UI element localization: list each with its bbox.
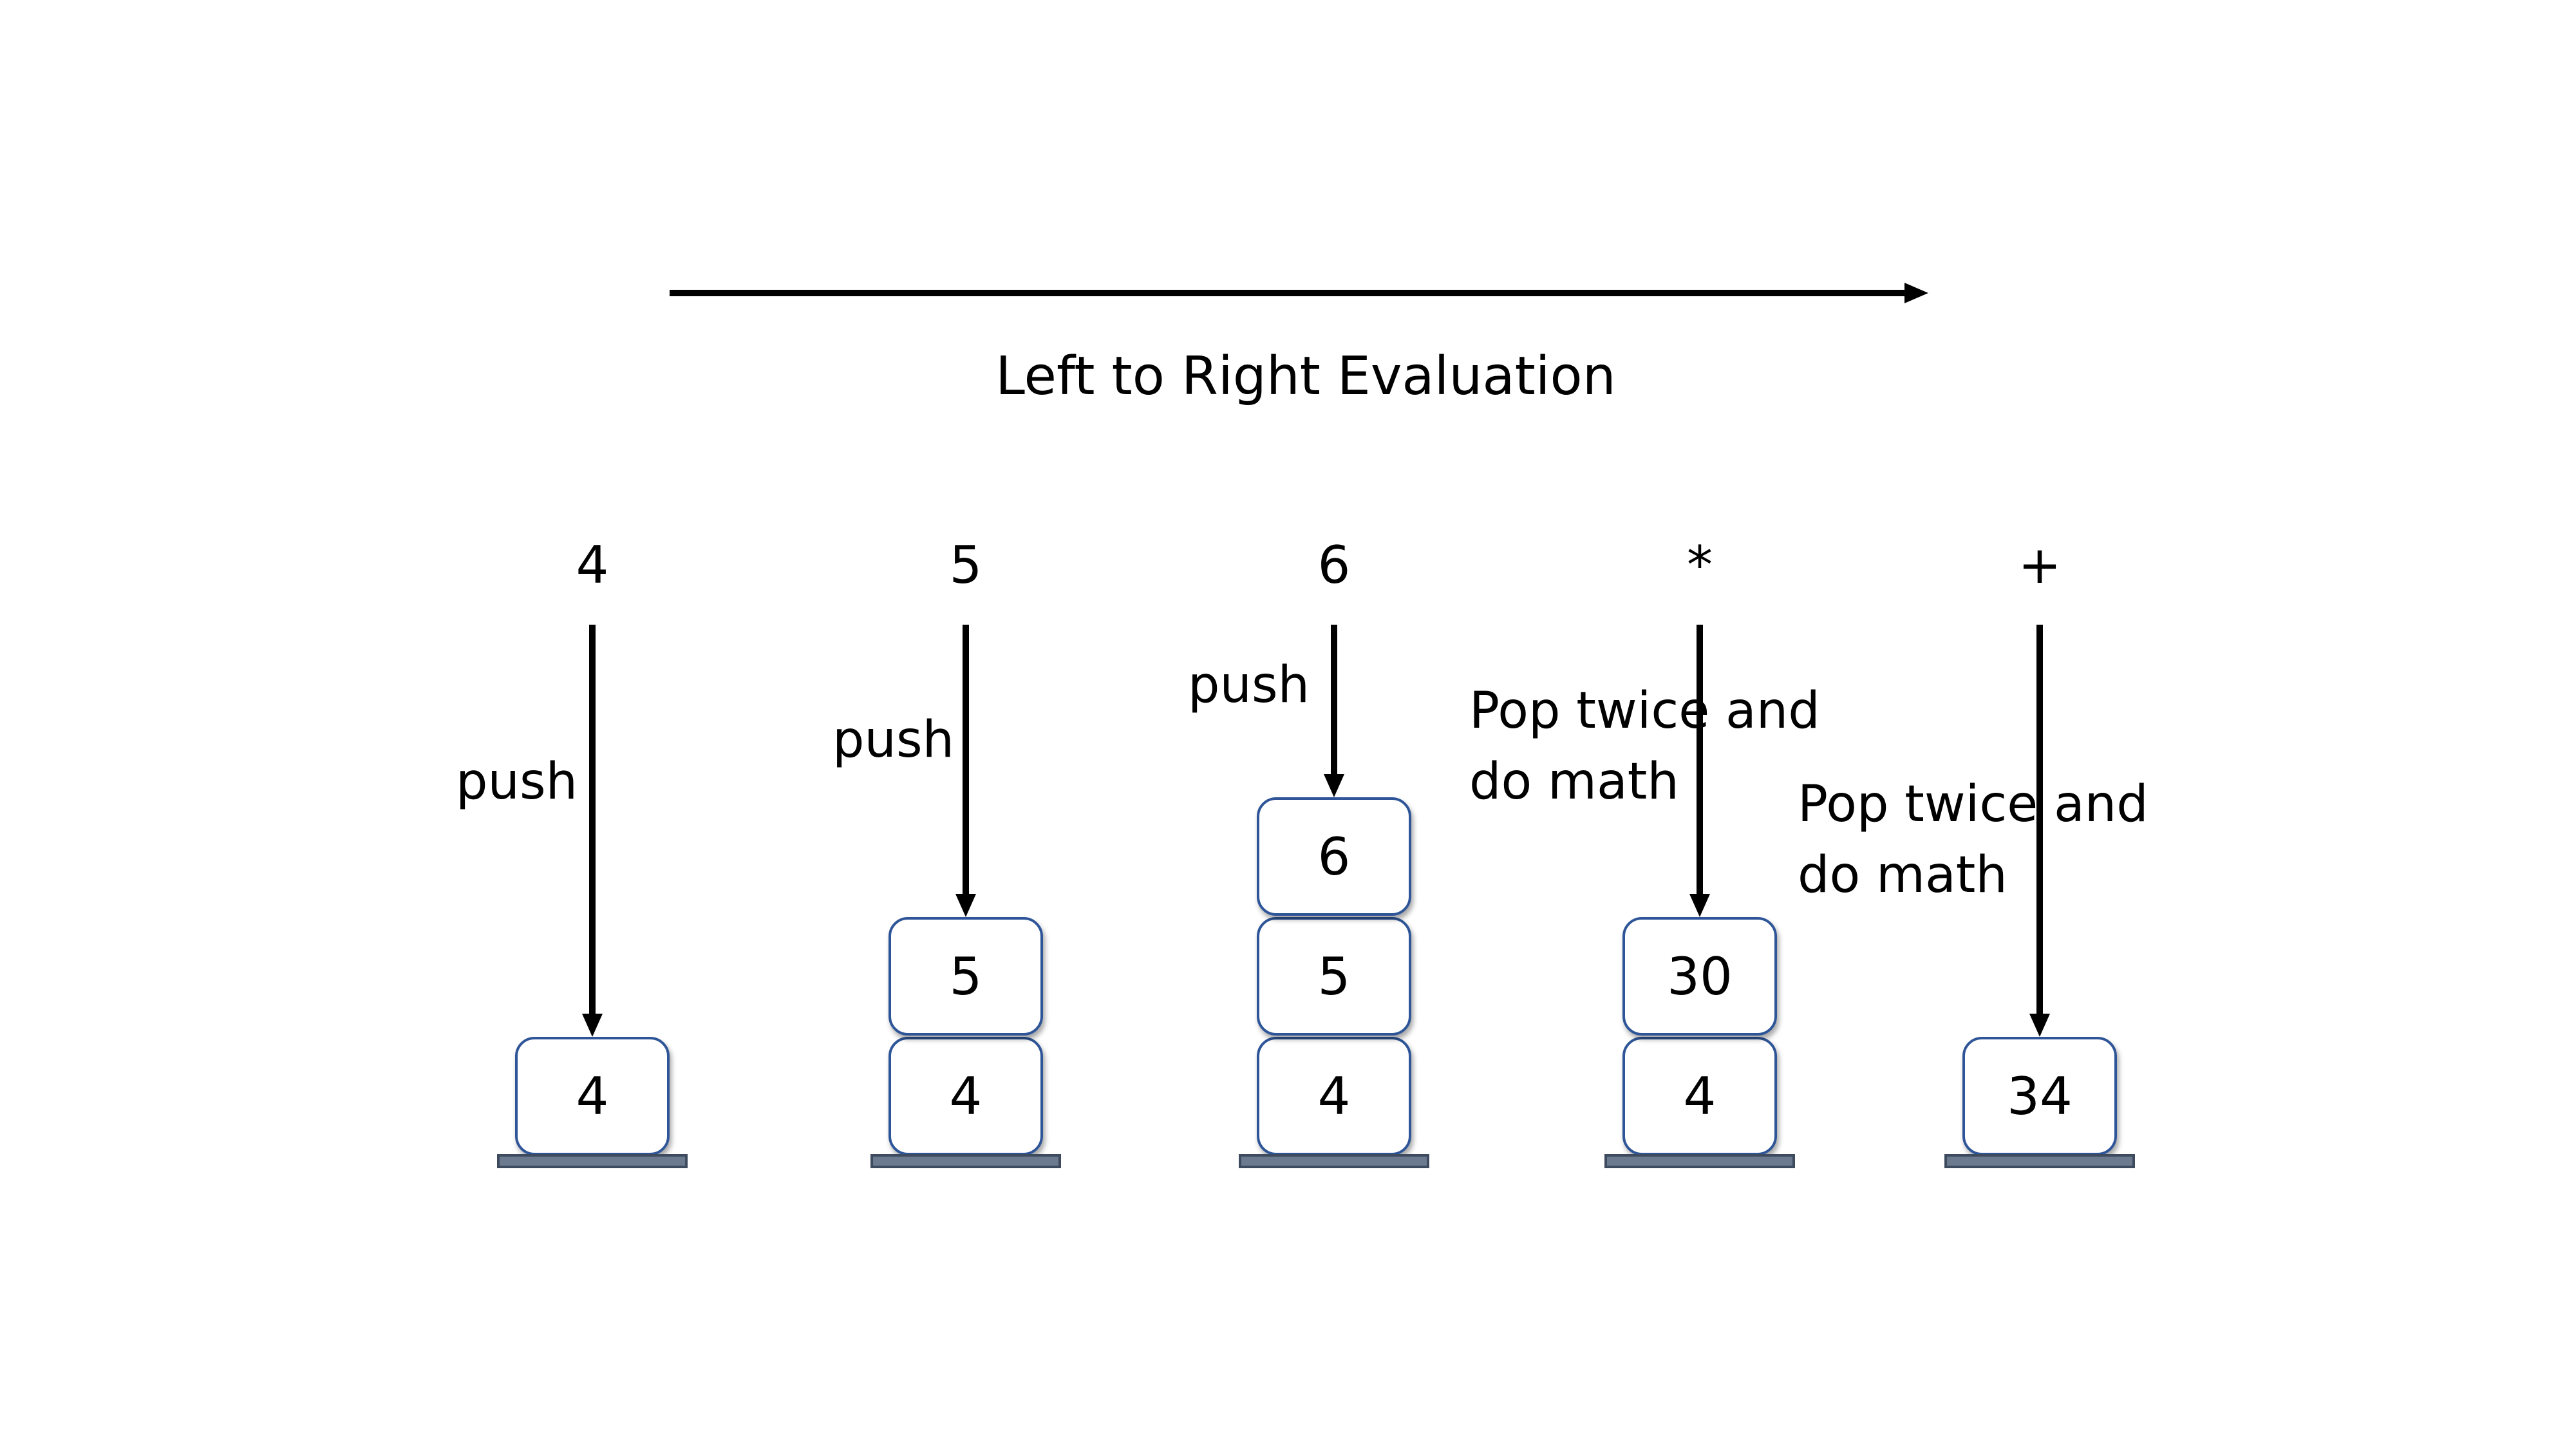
stack-base [870,1154,1061,1168]
stack-value: 4 [576,1066,609,1126]
stack-value: 5 [1318,947,1351,1007]
stack-box: 4 [1622,1037,1777,1155]
stack-box: 4 [515,1037,670,1155]
operation-label: push [1188,656,1310,714]
step-column: 4 push 4 [456,535,688,1168]
stack-box: 34 [1962,1037,2117,1155]
evaluation-direction-arrow [670,283,1928,303]
stack-box: 5 [1257,917,1411,1036]
operation-label: Pop twice and [1469,682,1820,740]
stack-base [1604,1154,1795,1168]
stack-value: 4 [950,1066,982,1126]
step-token: + [2018,535,2061,595]
step-token: 5 [950,535,982,595]
stack-value: 4 [1318,1066,1351,1126]
step-column: * Pop twice and do math 4 30 [1469,535,1820,1168]
operation-label: push [456,753,578,811]
stack-value: 34 [2007,1066,2073,1126]
stack-box: 5 [888,917,1043,1036]
stack-base [1239,1154,1429,1168]
stack-value: 4 [1684,1066,1716,1126]
step-token: * [1687,535,1713,595]
operation-label: do math [1469,753,1679,811]
operation-label: push [832,711,954,769]
stack-box: 4 [888,1037,1043,1155]
stack-base [1944,1154,2135,1168]
operation-label: Pop twice and [1798,775,2148,833]
stack-value: 30 [1667,947,1733,1007]
step-token: 6 [1318,535,1351,595]
stack-value: 6 [1318,827,1351,887]
stack-box: 30 [1622,917,1777,1036]
stack-box: 4 [1257,1037,1411,1155]
push-arrow [1324,625,1344,797]
push-arrow [955,625,976,917]
push-arrow [582,625,603,1037]
push-arrow [1689,625,1710,917]
stack-base [497,1154,688,1168]
step-token: 4 [576,535,609,595]
step-column: 6 push 4 5 6 [1188,535,1429,1168]
step-column: + Pop twice and do math 34 [1798,535,2148,1168]
operation-label: do math [1798,846,2007,904]
stack-value: 5 [950,947,982,1007]
steps-layer: 4 push 4 5 push 4 5 6 push 4 5 6 * Pop twice and do ma… [456,535,2148,1168]
step-column: 5 push 4 5 [832,535,1061,1168]
evaluation-direction-label: Left to Right Evaluation [995,346,1615,407]
push-arrow [2029,625,2050,1037]
stack-box: 6 [1257,797,1411,916]
